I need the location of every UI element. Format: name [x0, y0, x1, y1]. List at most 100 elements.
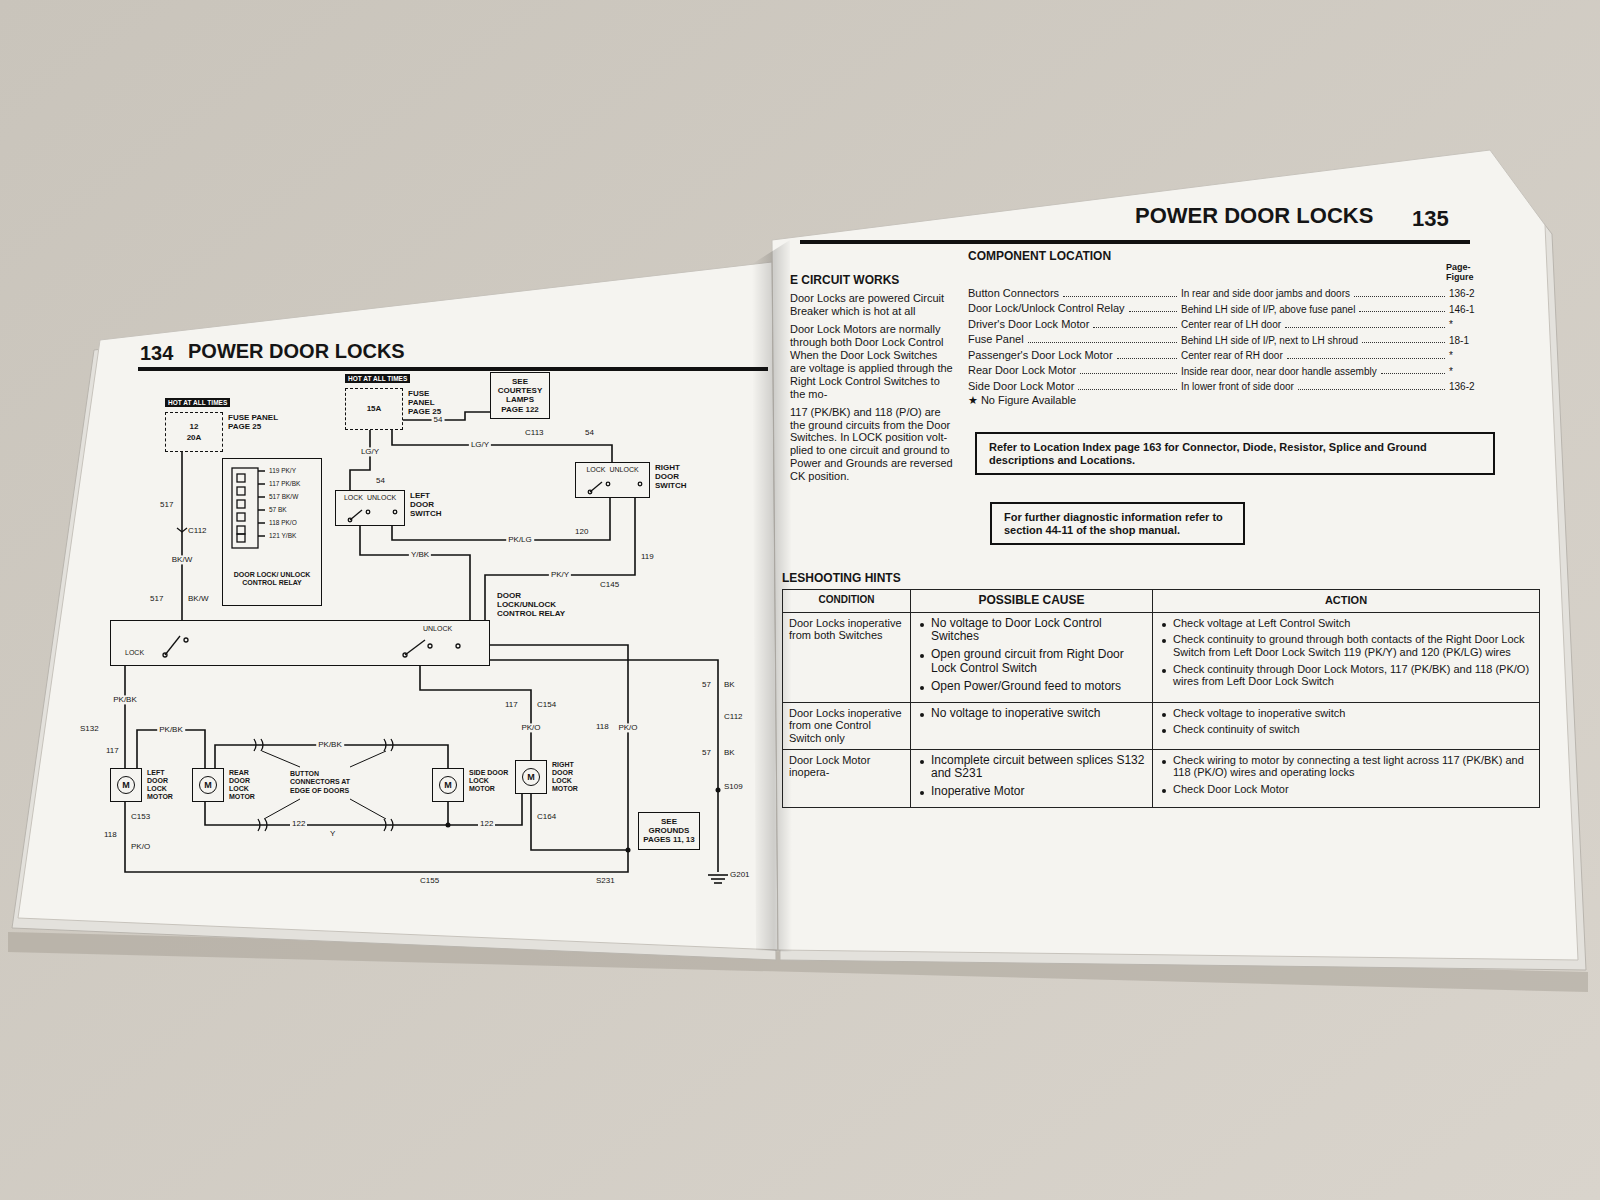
component-label: LEFT DOOR LOCK MOTOR [147, 769, 187, 801]
splice-dot [716, 788, 721, 793]
leader-dots [1285, 327, 1445, 328]
text-column: E CIRCUIT WORKS Door Locks are powered Ci… [790, 274, 955, 488]
wiring-symbols [350, 510, 362, 520]
table-cell: ACTION [1153, 590, 1540, 613]
bullet-dot [920, 791, 924, 795]
connector-id: C112 [188, 526, 207, 535]
page-figure: 18-1 [1449, 335, 1469, 347]
footnote: ★ No Figure Available [968, 394, 1508, 407]
wire-color: PK/Y [549, 570, 571, 579]
wiring-symbols [393, 510, 397, 514]
table-cell: No voltage to Door Lock Control Switches… [911, 613, 1153, 703]
wire-color: PK/O [616, 723, 639, 732]
wiring-symbols [428, 644, 432, 648]
wiring-symbols [366, 510, 370, 514]
circuit-number: 54 [585, 428, 594, 437]
ground-symbol [708, 874, 728, 876]
table-cell: No voltage to inoperative switch [911, 703, 1153, 750]
circuit-number: 57 [702, 680, 711, 689]
wire-color: BK [724, 680, 735, 689]
tag-label: HOT AT ALL TIMES [345, 374, 410, 383]
circuit-number: 517 [160, 500, 173, 509]
component-row: Passenger's Door Lock MotorCenter rear o… [968, 346, 1508, 362]
bullet-dot [920, 713, 924, 717]
box-text: LOCK [344, 494, 363, 502]
lock-motor-box: SIDE DOOR LOCK MOTORM [432, 768, 464, 802]
leader-dots [1117, 358, 1177, 359]
box-text: Refer to Location Index page 163 for Con… [989, 441, 1481, 466]
page-number: 135 [1412, 206, 1449, 231]
table-cell-text: Door Lock Motor inopera- [789, 754, 904, 779]
pin-label: DOOR LOCK/ UNLOCK CONTROL RELAY [227, 571, 317, 587]
splice-dot [446, 788, 721, 853]
wire [490, 660, 718, 872]
circuit-number: 54 [376, 476, 385, 485]
control-relay-box: DOOR LOCK/UNLOCK CONTROL RELAYLOCKUNLOCK [110, 620, 490, 666]
pin-label: 118 PK/O [269, 519, 297, 526]
column-heading: Page-Figure [1446, 262, 1490, 283]
connector-id: C145 [600, 580, 619, 589]
component-location: Behind LH side of I/P, next to LH shroud [1181, 335, 1358, 347]
table-cell: Door Lock Motor inopera- [783, 750, 911, 808]
body-text: Door Locks are powered Circuit Breaker w… [790, 292, 955, 318]
component-location: In lower front of side door [1181, 381, 1294, 393]
circuit-number: 122 [290, 819, 307, 828]
wiring-symbols [590, 482, 602, 492]
wire [125, 802, 628, 872]
leader-line [350, 751, 386, 767]
box-text: UNLOCK [367, 494, 396, 502]
table-cell: In rear and side door jambs and doors [1181, 288, 1449, 300]
component-label: LEFT DOOR SWITCH [410, 491, 448, 519]
lock-motor-box: REAR DOOR LOCK MOTORM [192, 768, 224, 802]
table-cell-text: Open ground circuit from Right Door Lock… [931, 648, 1146, 676]
table-cell: Behind LH side of I/P, next to LH shroud [1181, 335, 1449, 347]
tag-label: HOT AT ALL TIMES [165, 398, 230, 407]
table-cell: Button Connectors [968, 287, 1181, 300]
table-cell-text: Check continuity of switch [1173, 723, 1533, 736]
wire-color: LG/Y [469, 440, 491, 449]
heading-rule [138, 367, 768, 371]
leader-line [264, 799, 300, 819]
leader-dots [1287, 358, 1445, 359]
wire [125, 660, 718, 872]
wire-color: 54 [432, 415, 445, 424]
leader-dots [1078, 389, 1177, 390]
column-heading: ACTION [1159, 594, 1533, 607]
table-cell: Inside rear door, near door handle assem… [1181, 366, 1449, 378]
table-cell: Passenger's Door Lock Motor [968, 349, 1181, 362]
motor-symbol: M [522, 768, 540, 786]
door-switch-box: RIGHT DOOR SWITCHLOCKUNLOCK [575, 462, 650, 498]
box-text: 20A [187, 433, 202, 442]
component-row: Rear Door Lock MotorInside rear door, ne… [968, 362, 1508, 378]
bullet-item: Check voltage to inoperative switch [1159, 707, 1533, 720]
column-heading: POSSIBLE CAUSE [917, 594, 1146, 608]
fuse-panel-box: HOT AT ALL TIMESFUSE PANEL PAGE 2515A [345, 388, 403, 430]
pin-label: 57 BK [269, 506, 287, 513]
lock-motor-box: LEFT DOOR LOCK MOTORM [110, 768, 142, 802]
leader-dots [1093, 327, 1177, 328]
box-text: SEE GROUNDS PAGES 11, 13 [642, 817, 696, 845]
leader-dots [1080, 373, 1177, 374]
table-cell-text: Incomplete circuit between splices S132 … [931, 754, 1146, 782]
wiring-symbols [405, 640, 425, 655]
component-label: FUSE PANEL PAGE 25 [408, 389, 454, 417]
leader-dots [1359, 311, 1445, 312]
page-figure: 136-2 [1449, 381, 1475, 393]
component-row: Side Door Lock MotorIn lower front of si… [968, 377, 1508, 393]
wiring-symbols [606, 482, 610, 486]
wire [420, 666, 531, 760]
circuit-number: 119 [641, 552, 654, 561]
wiring-symbols [184, 638, 188, 642]
note-box: For further diagnostic information refer… [990, 502, 1245, 545]
wire [124, 666, 126, 768]
table-cell-text: Check continuity to ground through both … [1173, 633, 1533, 658]
pin-label: LOCK [125, 649, 144, 657]
wire-color: PK/O [131, 842, 150, 851]
section-heading: E CIRCUIT WORKS [790, 274, 955, 288]
table-cell: Check voltage at Left Control SwitchChec… [1153, 613, 1540, 703]
table-cell-text: Check voltage at Left Control Switch [1173, 617, 1533, 630]
wiring-symbols [163, 468, 642, 831]
connector-id: S231 [596, 876, 615, 885]
